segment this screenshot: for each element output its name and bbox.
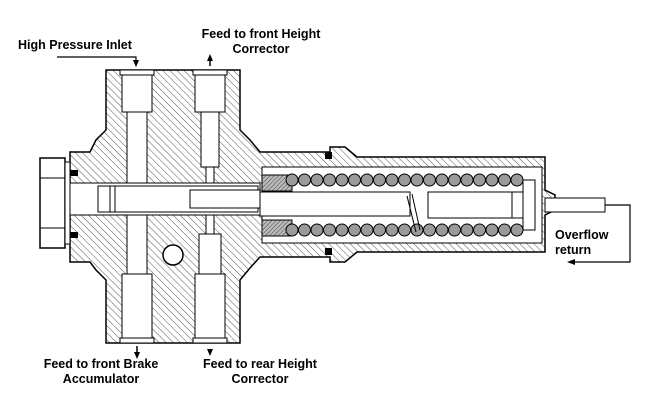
label-front-height-corrector: Feed to front Height Corrector — [196, 27, 326, 57]
spring-coil — [385, 223, 399, 237]
spring-coil — [310, 223, 324, 237]
spring-coil — [373, 223, 386, 237]
arrow-rear-height-icon — [207, 349, 213, 356]
port-front-height-corrector — [192, 69, 228, 190]
spring-coil — [498, 173, 511, 187]
spring-coil — [410, 223, 424, 237]
spring-coil — [435, 223, 449, 237]
piston — [406, 179, 536, 233]
spool — [69, 182, 261, 216]
spring-coil — [360, 173, 374, 187]
spring-coil — [285, 173, 299, 187]
spring-coil — [498, 223, 511, 237]
spring-coil — [348, 223, 361, 237]
label-line: Corrector — [232, 42, 290, 56]
spring-coil — [510, 223, 524, 237]
port-front-brake-accumulator — [119, 211, 155, 344]
spring-coil — [473, 173, 486, 187]
spring-coil — [448, 173, 461, 187]
spring-coil — [510, 173, 524, 187]
spring-coil — [373, 173, 386, 187]
spring-coil — [485, 223, 499, 237]
spring-coil — [348, 173, 361, 187]
spring-coil — [298, 173, 311, 187]
spring-coil — [473, 223, 486, 237]
spring-coil — [448, 223, 461, 237]
spring-coil — [423, 173, 436, 187]
spring-coil — [460, 173, 474, 187]
spring-coil — [335, 173, 349, 187]
spring-coil — [285, 223, 299, 237]
flow-arrows — [133, 54, 575, 359]
spring-coil — [410, 173, 424, 187]
arrow-overflow-icon — [567, 259, 575, 265]
arrow-inlet-icon — [133, 60, 139, 67]
label-overflow-return: Overflow return — [555, 228, 609, 258]
end-plug-nut — [39, 157, 78, 249]
port-high-pressure-inlet — [119, 69, 155, 188]
spring-coil — [460, 223, 474, 237]
label-line: Accumulator — [62, 372, 140, 386]
label-line: Feed to front Brake — [43, 357, 159, 371]
port-rear-height-corrector — [192, 211, 228, 344]
overflow-pipe — [544, 197, 606, 213]
label-line: Feed to rear Height — [203, 357, 317, 371]
spring-coil — [360, 223, 374, 237]
label-line: Corrector — [231, 372, 289, 386]
label-front-brake-accumulator: Feed to front Brake Accumulator — [36, 357, 166, 387]
spring-coil — [323, 173, 336, 187]
label-line: return — [555, 243, 592, 257]
spring-coil — [298, 223, 311, 237]
spring-coil — [323, 223, 336, 237]
arrow-front-height-icon — [207, 54, 213, 61]
spring-coil — [310, 173, 324, 187]
push-rod — [259, 191, 411, 217]
spring-coil — [423, 223, 436, 237]
spring-coil — [485, 173, 499, 187]
spring-coil — [398, 223, 411, 237]
label-line: Overflow — [555, 228, 609, 242]
spring-coil — [398, 173, 411, 187]
spring-coil — [385, 173, 399, 187]
spring-coil — [335, 223, 349, 237]
label-rear-height-corrector: Feed to rear Height Corrector — [195, 357, 325, 387]
spring-coil — [435, 173, 449, 187]
cross-drilling — [162, 244, 184, 266]
arrow-front-brake-icon — [134, 352, 140, 359]
spring — [285, 173, 524, 237]
label-high-pressure-inlet: High Pressure Inlet — [18, 38, 132, 52]
label-line: Feed to front Height — [201, 27, 321, 41]
